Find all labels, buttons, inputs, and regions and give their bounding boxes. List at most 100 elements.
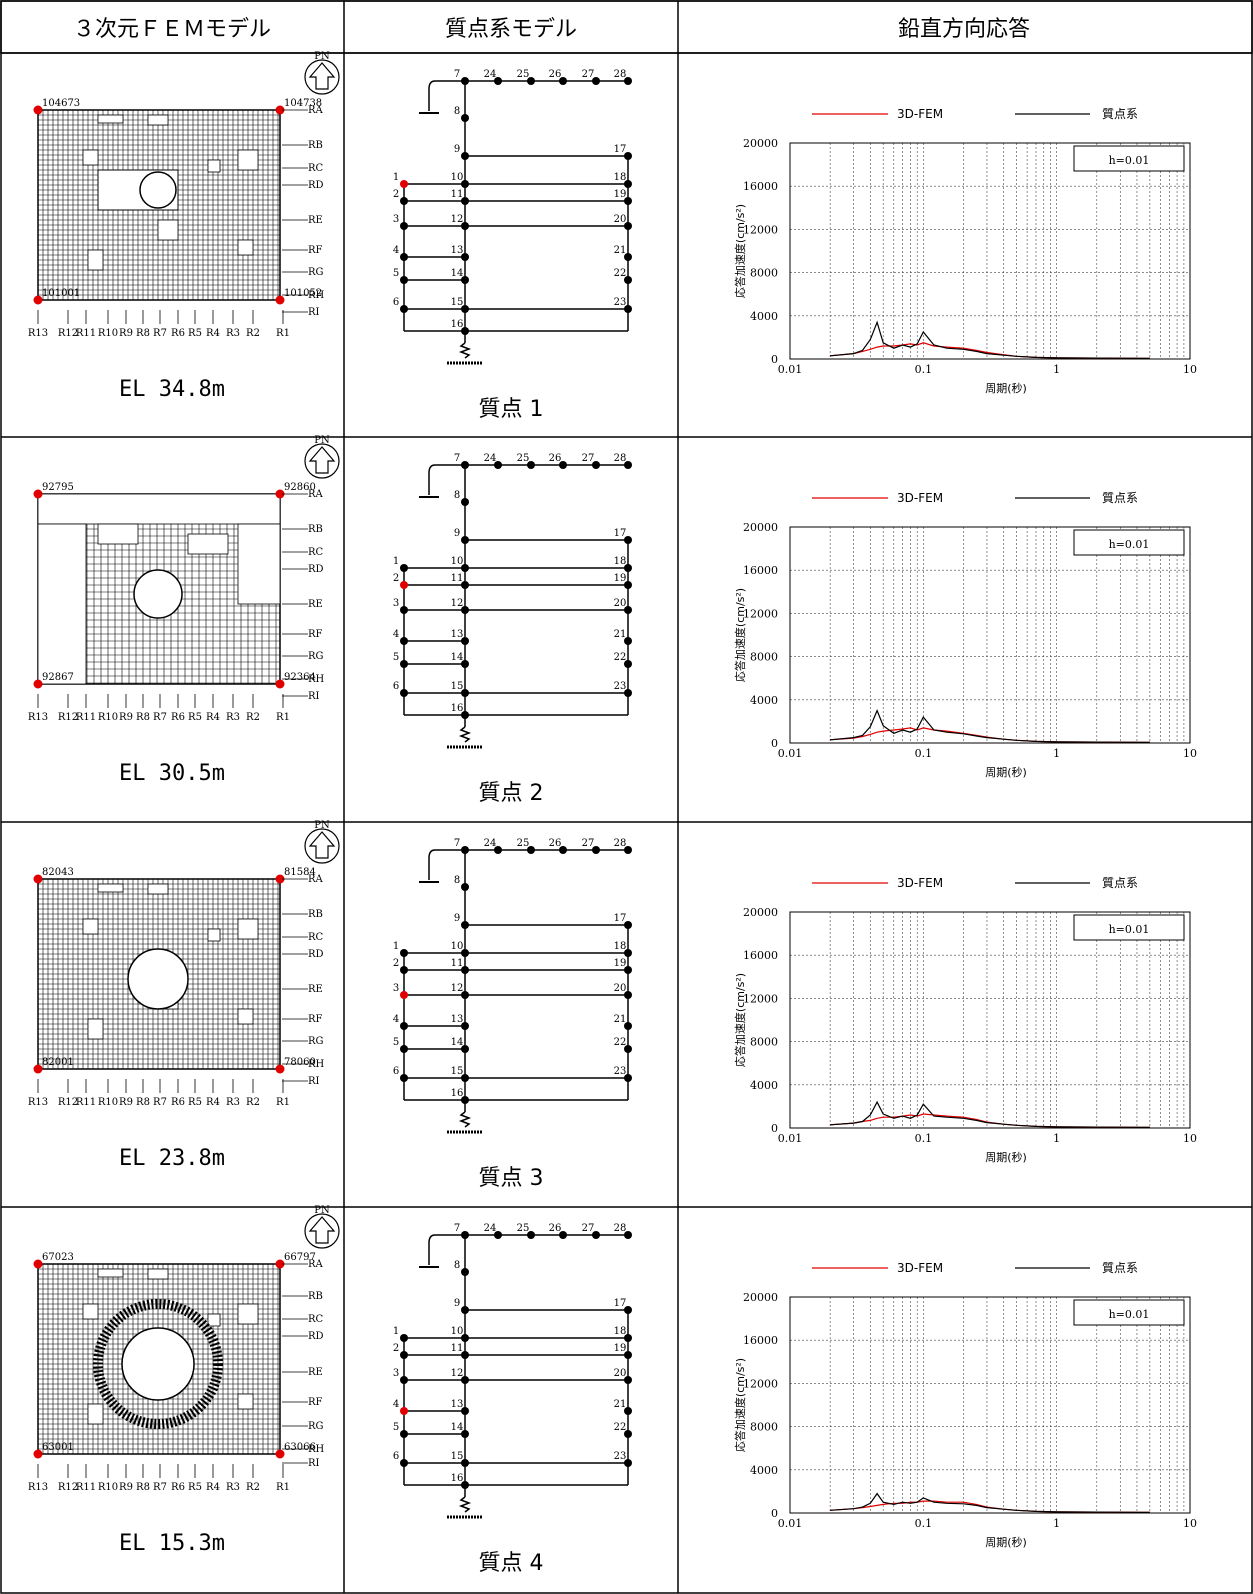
stick-node	[624, 1231, 632, 1239]
stick-node	[624, 536, 632, 544]
corner-node-label: 78060	[284, 1057, 316, 1068]
stick-node	[592, 77, 600, 85]
x-axis-label: 周期(秒)	[985, 1150, 1027, 1164]
corner-node-marker	[275, 105, 285, 115]
x-tick-label: 10	[1183, 1517, 1197, 1530]
corner-node-label: 92795	[42, 482, 74, 493]
stick-node-label: 25	[517, 1223, 530, 1234]
stick-node	[461, 114, 469, 122]
stick-node-label: 22	[614, 1037, 627, 1048]
damping-label: h=0.01	[1109, 154, 1150, 167]
grid-row-label: RD	[308, 564, 324, 575]
stick-node-label: 8	[454, 875, 460, 886]
stick-model	[403, 1234, 629, 1519]
stick-node	[461, 606, 469, 614]
stick-node-label: 26	[549, 453, 562, 464]
grid-row-label: RF	[308, 629, 323, 640]
stick-node	[400, 305, 408, 313]
plot-frame	[789, 526, 1191, 744]
stick-node	[461, 276, 469, 284]
corner-node-marker	[33, 105, 43, 115]
stick-node-label: 23	[614, 297, 627, 308]
stick-node	[400, 1334, 408, 1342]
stick-node-label: 14	[451, 1422, 464, 1433]
grid-col-label: R13	[28, 328, 48, 339]
stick-node-label: 6	[393, 1066, 399, 1077]
grid-col-label: R7	[153, 1482, 167, 1493]
stick-node-label: 16	[451, 1473, 464, 1484]
legend-stick-label: 質点系	[1102, 490, 1138, 505]
stick-node-label: 23	[614, 1066, 627, 1077]
legend-fem-label: 3D-FEM	[897, 491, 943, 505]
grid-col-label: R10	[98, 328, 118, 339]
x-tick-label: 0.1	[915, 1132, 933, 1145]
stick-node-label: 25	[517, 453, 530, 464]
stick-node	[400, 1407, 408, 1415]
grid-row-label: RE	[308, 599, 323, 610]
legend-fem-label: 3D-FEM	[897, 1261, 943, 1275]
grid-row-label: RC	[308, 163, 324, 174]
x-tick-label: 1	[1053, 363, 1060, 376]
stick-node	[461, 180, 469, 188]
stick-node	[461, 77, 469, 85]
y-tick-label: 8000	[750, 267, 778, 280]
stick-node	[461, 197, 469, 205]
stick-node-label: 27	[582, 838, 595, 849]
stick-node-label: 11	[451, 189, 464, 200]
stick-node-label: 18	[614, 172, 627, 183]
grid-col-label: R8	[136, 1482, 150, 1493]
stick-node-label: 21	[614, 245, 627, 256]
y-tick-label: 0	[771, 1122, 778, 1135]
grid-col-label: R12	[58, 1482, 78, 1493]
legend-fem-label: 3D-FEM	[897, 876, 943, 890]
grid-col-label: R11	[76, 1097, 96, 1108]
grid-col-label: R1	[276, 1482, 290, 1493]
stick-node-label: 11	[451, 958, 464, 969]
damping-label: h=0.01	[1109, 923, 1150, 936]
stick-node-label: 4	[393, 1399, 399, 1410]
grid-row-label: RG	[308, 267, 324, 278]
stick-node-label: 20	[614, 214, 627, 225]
grid-row-label: RE	[308, 215, 323, 226]
stick-node-label: 13	[451, 1399, 464, 1410]
stick-node-label: 24	[484, 838, 497, 849]
stick-node-label: 18	[614, 556, 627, 567]
corner-node-marker	[33, 874, 43, 884]
stick-node	[461, 966, 469, 974]
stick-node-label: 13	[451, 245, 464, 256]
north-arrow-icon: PN	[304, 435, 340, 479]
stick-node	[400, 637, 408, 645]
grid-col-label: R6	[171, 1482, 185, 1493]
grid-row-label: RH	[308, 1444, 325, 1455]
grid-col-label: R13	[28, 1482, 48, 1493]
stick-node	[559, 1231, 567, 1239]
header-fem-model: ３次元ＦＥＭモデル	[73, 17, 271, 42]
damping-box	[1073, 145, 1185, 172]
compass-label: PN	[314, 1205, 330, 1216]
stick-node	[527, 461, 535, 469]
stick-node-label: 2	[393, 189, 399, 200]
corner-node-label: 81584	[284, 867, 316, 878]
grid-row-label: RF	[308, 1397, 323, 1408]
grid-col-label: R10	[98, 712, 118, 723]
grid-row-label: RD	[308, 1331, 324, 1342]
y-tick-label: 12000	[743, 992, 778, 1005]
stick-node-label: 7	[454, 838, 460, 849]
stick-node	[461, 1045, 469, 1053]
x-tick-label: 0.1	[915, 363, 933, 376]
stick-node	[624, 921, 632, 929]
stick-node	[624, 689, 632, 697]
stick-node-label: 9	[454, 1298, 460, 1309]
stick-node-label: 5	[393, 652, 399, 663]
grid-col-label: R13	[28, 1097, 48, 1108]
plot-frame	[789, 1296, 1191, 1514]
stick-node-label: 27	[582, 453, 595, 464]
stick-node-label: 15	[451, 1451, 464, 1462]
mass-point-label: 質点 3	[479, 1166, 544, 1191]
corner-node-marker	[33, 1449, 43, 1459]
damping-label: h=0.01	[1109, 1308, 1150, 1321]
fem-outline	[37, 1263, 281, 1455]
grid-col-label: R10	[98, 1482, 118, 1493]
